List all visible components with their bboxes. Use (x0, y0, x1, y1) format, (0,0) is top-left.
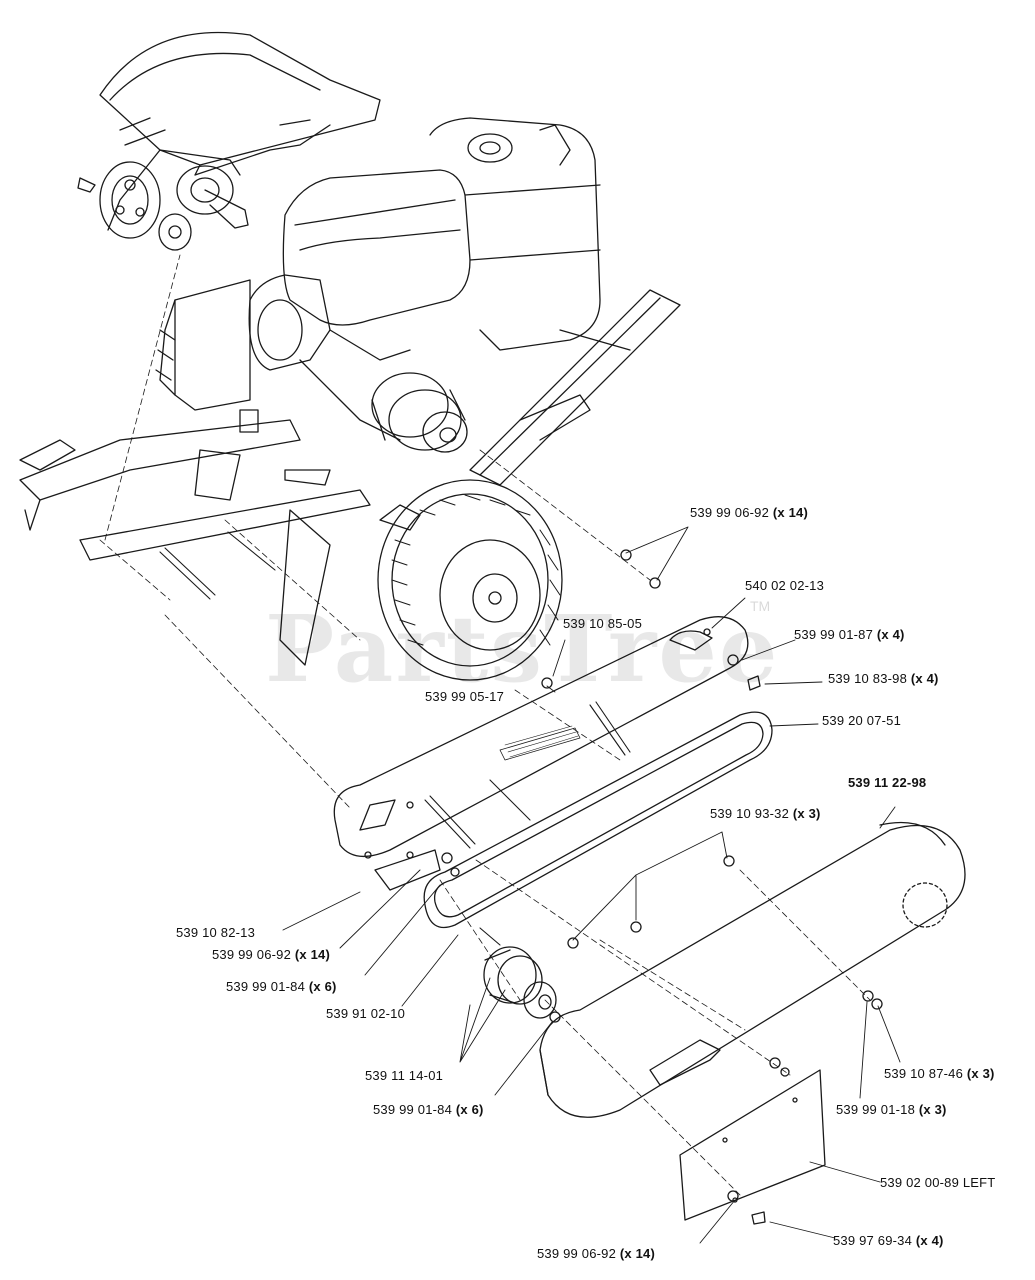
part-number: 539 99 01-18 (836, 1102, 916, 1117)
part-number: 539 99 01-84 (226, 979, 306, 994)
part-number: 539 10 83-98 (828, 671, 908, 686)
part-number: 539 99 01-84 (373, 1102, 453, 1117)
part-quantity: (x 4) (876, 627, 905, 642)
part-label-p2[interactable]: 540 02 02-13 (745, 578, 824, 594)
part-number: 539 02 00-89 LEFT (880, 1175, 996, 1190)
part-number: 539 99 06-92 (537, 1246, 617, 1261)
part-label-p12[interactable]: 539 99 01-84 (x 6) (226, 979, 337, 995)
part-label-p10[interactable]: 539 10 82-13 (176, 925, 255, 941)
belt-guard-left (155, 279, 259, 433)
watermark-trademark: TM (750, 598, 771, 614)
part-label-p13[interactable]: 539 91 02-10 (326, 1006, 405, 1022)
part-number: 539 20 07-51 (822, 713, 902, 728)
part-number: 539 10 93-32 (710, 806, 790, 821)
part-number: 539 10 85-05 (563, 616, 643, 631)
side-plate-left (679, 1069, 826, 1221)
part-quantity: (x 3) (918, 1102, 947, 1117)
part-number: 539 10 87-46 (884, 1066, 964, 1081)
part-quantity: (x 6) (455, 1102, 484, 1117)
leader-lines (282, 526, 901, 1244)
part-number: 539 11 14-01 (365, 1068, 444, 1083)
part-quantity: (x 14) (294, 947, 331, 962)
part-number: 539 99 06-92 (690, 505, 770, 520)
explosion-lines (99, 254, 871, 1196)
watermark: PartsTree (265, 595, 780, 703)
lower-frame (19, 419, 371, 666)
part-number: 539 10 82-13 (176, 925, 256, 940)
part-label-p18[interactable]: 539 02 00-89 LEFT (880, 1175, 995, 1191)
part-number: 539 99 05-17 (425, 689, 505, 704)
part-quantity: (x 14) (772, 505, 809, 520)
part-quantity: (x 3) (792, 806, 821, 821)
part-label-p19[interactable]: 539 99 06-92 (x 14) (537, 1246, 655, 1262)
driven-pulley (483, 946, 557, 1019)
lower-belt-cover (539, 821, 966, 1118)
discharge-chute (99, 31, 381, 231)
drive-belt (423, 711, 773, 929)
part-label-p4[interactable]: 539 99 01-87 (x 4) (794, 627, 905, 643)
wheel-tire (377, 479, 563, 681)
part-number: 539 97 69-34 (833, 1233, 913, 1248)
belt-guard-plate (333, 616, 749, 891)
part-number: 539 99 06-92 (212, 947, 292, 962)
part-quantity: (x 14) (619, 1246, 656, 1261)
part-label-p9[interactable]: 539 10 93-32 (x 3) (710, 806, 821, 822)
fasteners (441, 549, 883, 1225)
part-number: 539 99 01-87 (794, 627, 874, 642)
part-label-p15[interactable]: 539 10 87-46 (x 3) (884, 1066, 995, 1082)
part-label-p17[interactable]: 539 99 01-18 (x 3) (836, 1102, 947, 1118)
part-label-p8[interactable]: 539 11 22-98 (848, 775, 926, 791)
part-label-p11[interactable]: 539 99 06-92 (x 14) (212, 947, 330, 963)
part-quantity: (x 4) (915, 1233, 944, 1248)
part-number: 539 11 22-98 (848, 775, 927, 790)
part-quantity: (x 4) (910, 671, 939, 686)
cutter-wheel (77, 149, 249, 251)
shafts (159, 531, 631, 946)
part-label-p5[interactable]: 539 10 83-98 (x 4) (828, 671, 939, 687)
engine (248, 117, 601, 441)
part-label-p20[interactable]: 539 97 69-34 (x 4) (833, 1233, 944, 1249)
part-label-p16[interactable]: 539 99 01-84 (x 6) (373, 1102, 484, 1118)
part-label-p14[interactable]: 539 11 14-01 (365, 1068, 443, 1084)
part-label-p1[interactable]: 539 99 06-92 (x 14) (690, 505, 808, 521)
part-label-p3[interactable]: 539 10 85-05 (563, 616, 642, 632)
part-quantity: (x 3) (966, 1066, 995, 1081)
engine-pulley (371, 372, 468, 453)
part-quantity: (x 6) (308, 979, 337, 994)
part-label-p7[interactable]: 539 20 07-51 (822, 713, 901, 729)
part-number: 540 02 02-13 (745, 578, 825, 593)
part-number: 539 91 02-10 (326, 1006, 406, 1021)
frame-rail (469, 289, 681, 486)
part-label-p6[interactable]: 539 99 05-17 (425, 689, 504, 705)
